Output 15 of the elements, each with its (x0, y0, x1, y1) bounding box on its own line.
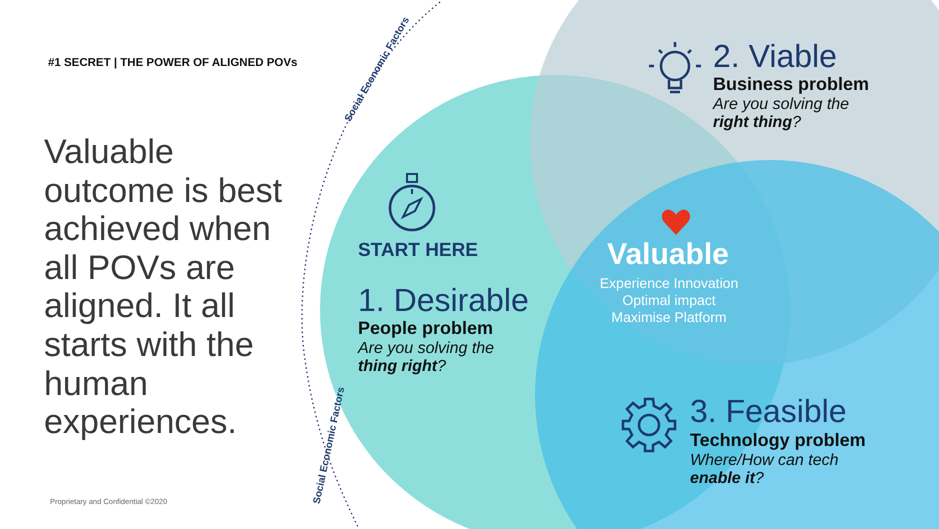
circle-subtitle: Business problem (713, 74, 870, 95)
circle-title: 1. Desirable (358, 282, 529, 319)
intro-paragraph: Valuable outcome is best achieved when all POVs are aligned. It all starts with the human experiences. (44, 133, 284, 442)
overlap-text: Experience Innovation Optimal impact Maximise Platform (598, 275, 740, 326)
circle-subtitle: Technology problem (690, 430, 866, 451)
circle-subtitle: People problem (358, 318, 494, 339)
circle-title: 2. Viable (713, 38, 837, 75)
header-title: #1 SECRET | THE POWER OF ALIGNED POVs (48, 57, 298, 69)
arc-label: Social Economic Factors (312, 386, 348, 505)
question-text: Where/How can tech enable it? (690, 452, 840, 489)
circle-title: 3. Feasible (690, 393, 847, 430)
start-label: START HERE (358, 240, 478, 262)
question-text: Are you solving the right thing? (713, 96, 850, 133)
question-text: Are you solving the thing right? (358, 340, 496, 377)
valuable-title: Valuable (606, 238, 730, 272)
